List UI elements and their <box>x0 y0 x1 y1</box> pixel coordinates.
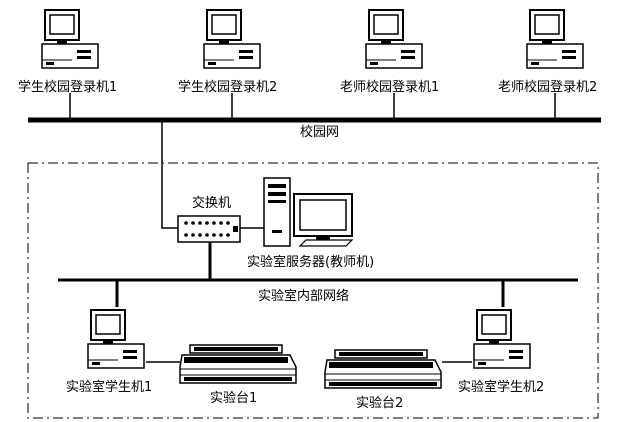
lab-bench-1-icon <box>179 344 297 384</box>
switch-icon <box>177 215 241 243</box>
teacher-campus-terminal-1-label: 老师校园登录机1 <box>340 80 440 95</box>
lab-bench-2-label: 实验台2 <box>356 396 404 411</box>
campus-switch-link <box>161 121 178 229</box>
server-label: 实验室服务器(教师机) <box>247 255 375 270</box>
lab-student-pc-2-icon <box>473 309 531 369</box>
switch-label: 交换机 <box>192 196 232 211</box>
student-campus-terminal-2-label: 学生校园登录机2 <box>178 80 278 95</box>
lab-bench-1-label: 实验台1 <box>210 391 258 406</box>
lab-bench-2-icon <box>324 349 442 389</box>
server-icon <box>263 177 354 247</box>
student-campus-terminal-1-icon <box>41 9 99 69</box>
lab-boundary <box>27 162 599 419</box>
teacher-campus-terminal-2-icon <box>526 9 584 69</box>
campus-network-label: 校园网 <box>300 125 340 140</box>
student-campus-terminal-1-label: 学生校园登录机1 <box>18 80 118 95</box>
teacher-campus-terminal-2-label: 老师校园登录机2 <box>498 80 598 95</box>
student-campus-terminal-2-icon <box>203 9 261 69</box>
teacher-campus-terminal-1-icon <box>365 9 423 69</box>
lab-student-pc-2-label: 实验室学生机2 <box>458 380 545 395</box>
lab-network-label: 实验室内部网络 <box>258 289 350 304</box>
lab-student-pc-1-label: 实验室学生机1 <box>66 380 153 395</box>
lab-student-pc-1-icon <box>87 309 145 369</box>
